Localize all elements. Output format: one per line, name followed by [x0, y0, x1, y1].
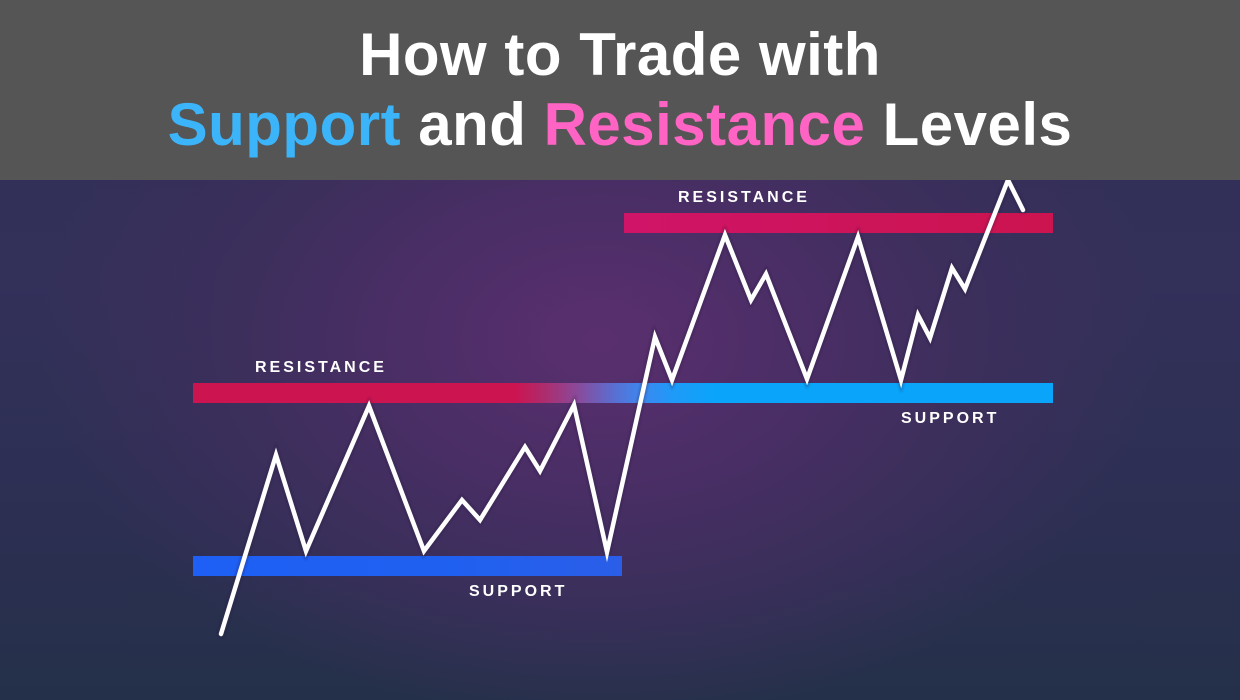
support-label-upper: SUPPORT	[901, 410, 1000, 427]
resistance-label-upper: RESISTANCE	[678, 189, 810, 206]
support-band-lower	[193, 556, 622, 576]
resistance-band-upper	[624, 213, 1053, 233]
title-support-word: Support	[167, 91, 402, 158]
price-line	[218, 180, 1026, 637]
price-line-shadow	[217, 180, 1027, 638]
title-line-2: Support and Resistance Levels	[168, 90, 1073, 160]
resistance-label-lower: RESISTANCE	[255, 359, 387, 376]
title-tail-word: Levels	[865, 91, 1073, 158]
support-band-upper	[640, 383, 1053, 403]
title-resistance-word: Resistance	[543, 91, 866, 158]
title-connector-word: and	[401, 91, 544, 158]
title-banner: How to Trade with Support and Resistance…	[0, 0, 1240, 180]
support-label-lower: SUPPORT	[469, 583, 568, 600]
title-line-1: How to Trade with	[359, 21, 881, 88]
resistance-band-lower	[193, 383, 640, 403]
